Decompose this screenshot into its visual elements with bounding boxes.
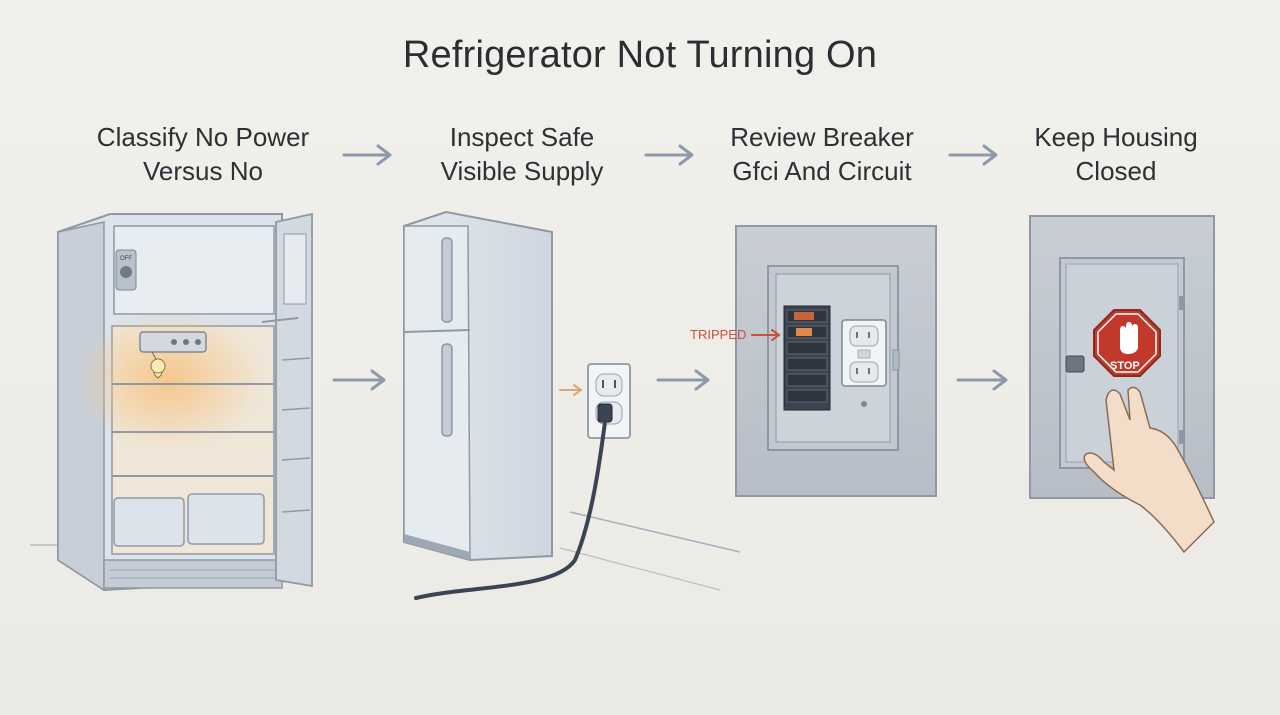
flow-arrow-3-icon <box>956 369 1008 391</box>
step-3-label-line2: Gfci And Circuit <box>732 156 912 186</box>
label-arrow-2-icon <box>644 144 694 166</box>
step-1-label-line1: Classify No Power <box>96 122 310 152</box>
tripped-pointer-icon <box>751 329 781 341</box>
step-2-label-line2: Visible Supply <box>440 156 604 186</box>
outlet-pointer-icon <box>559 384 583 396</box>
step-2-label: Inspect Safe Visible Supply <box>392 120 652 188</box>
step-1-label: Classify No Power Versus No <box>73 120 333 188</box>
closed-panel-stop-icon: STOP <box>1029 215 1215 554</box>
step-3-label-line1: Review Breaker <box>730 122 914 152</box>
step-2-label-line1: Inspect Safe <box>449 122 595 152</box>
stop-sign-icon: STOP <box>1093 309 1161 377</box>
step-4-label-line2: Closed <box>1075 156 1157 186</box>
hand-icon <box>1083 386 1215 554</box>
stop-sign-label: STOP <box>1110 360 1140 372</box>
label-arrow-3-icon <box>948 144 998 166</box>
open-refrigerator-icon: OFF <box>30 212 313 592</box>
flow-arrow-2-icon <box>656 369 710 391</box>
label-arrow-1-icon <box>342 144 392 166</box>
tripped-callout: TRIPPED <box>690 327 746 342</box>
label-arrows <box>342 144 998 166</box>
flow-arrows <box>332 369 1008 391</box>
step-3-label: Review Breaker Gfci And Circuit <box>692 120 952 188</box>
step-1-label-line2: Versus No <box>143 156 263 186</box>
dial-label: OFF <box>120 256 132 262</box>
flow-arrow-1-icon <box>332 369 386 391</box>
breaker-panel-icon: TRIPPED <box>690 225 937 497</box>
step-4-label-line1: Keep Housing <box>1034 122 1198 152</box>
plugged-refrigerator-icon <box>403 210 741 600</box>
diagram-title: Refrigerator Not Turning On <box>402 34 878 76</box>
step-4-label: Keep Housing Closed <box>986 120 1246 188</box>
